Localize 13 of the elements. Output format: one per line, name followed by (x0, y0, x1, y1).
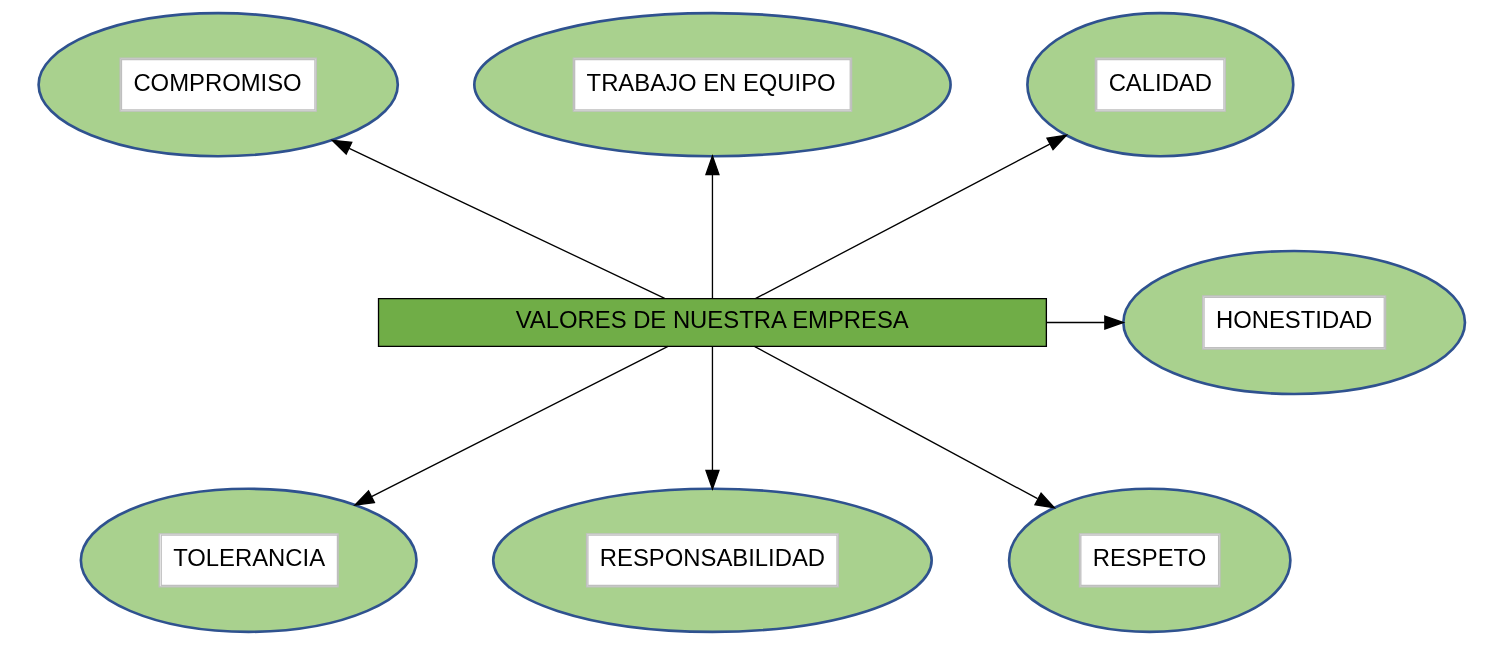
arrow (352, 345, 669, 507)
arrow (754, 134, 1068, 300)
node-ellipse: RESPONSABILIDAD (491, 487, 933, 634)
node-ellipse: RESPETO (1007, 487, 1292, 634)
arrow (753, 345, 1056, 509)
arrow (704, 153, 720, 300)
node-ellipse: HONESTIDAD (1121, 249, 1466, 396)
node-box: VALORES DE NUESTRA EMPRESA (377, 298, 1047, 347)
node-ellipse: TRABAJO EN EQUIPO (472, 11, 952, 158)
arrow (329, 139, 665, 300)
node-ellipse: CALIDAD (1025, 11, 1295, 158)
arrow (704, 345, 720, 491)
arrow (1045, 315, 1125, 330)
